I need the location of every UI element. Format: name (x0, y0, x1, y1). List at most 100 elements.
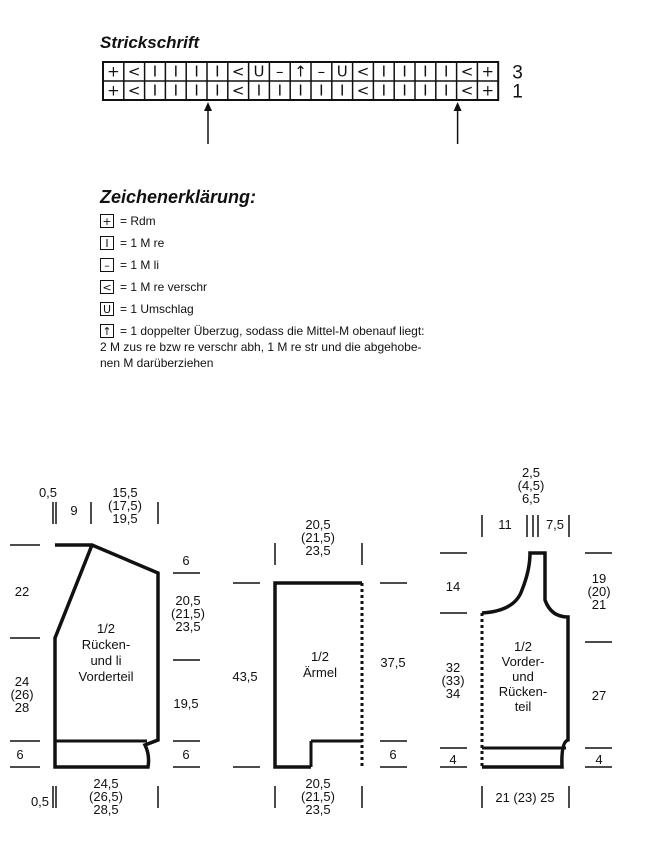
chart-cell: – (318, 63, 326, 81)
dimension-label: 21 (592, 597, 606, 612)
dimension-label: 15,5 (112, 485, 137, 500)
dimension-label: 4 (595, 752, 602, 767)
dimension-label: 19 (592, 571, 606, 586)
dimension-label: (4,5) (518, 478, 545, 493)
chart-cell: I (423, 82, 427, 100)
chart-cell: I (215, 82, 219, 100)
legend-item: += Rdm (100, 213, 540, 235)
dimension-label: (21,5) (301, 789, 335, 804)
chart-cell: I (444, 63, 448, 81)
dimension-label: 20,5 (305, 776, 330, 791)
legend-item: <= 1 M re verschr (100, 279, 540, 301)
legend-symbol: + (100, 214, 114, 228)
dimension-label: 4 (449, 752, 456, 767)
chart-cell: I (340, 82, 344, 100)
chart-cell: < (461, 63, 474, 81)
dimension-label: 0,5 (39, 485, 57, 500)
chart-cell: – (276, 63, 284, 81)
legend-title: Zeichenerklärung: (100, 187, 257, 207)
dimension-label: 34 (446, 686, 460, 701)
chart-cell: I (215, 63, 219, 81)
dimension-label: 6 (389, 747, 396, 762)
piece-label: Vorder- (502, 654, 545, 669)
diagram-back-left-front (10, 502, 200, 808)
row-number: 1 (512, 82, 523, 103)
dimension-label: 22 (15, 584, 29, 599)
diagram-sleeve (233, 543, 407, 808)
chart-cell: U (337, 63, 348, 81)
sleeve-outline (273, 581, 362, 769)
chart-cell: + (107, 63, 120, 81)
dimension-label: 37,5 (380, 655, 405, 670)
dimension-label: (20) (587, 584, 610, 599)
chart-cell: + (482, 63, 495, 81)
piece-label: Vorderteil (79, 669, 134, 684)
legend-item: –= 1 M li (100, 257, 540, 279)
dimension-label: 28,5 (93, 802, 118, 817)
chart-cell: I (257, 82, 261, 100)
dimension-label: 0,5 (31, 794, 49, 809)
legend-item: U= 1 Umschlag (100, 301, 540, 323)
chart-cell: I (319, 82, 323, 100)
dimension-label: 20,5 (175, 593, 200, 608)
chart-cell: I (174, 82, 178, 100)
chart-cell: < (232, 63, 245, 81)
piece-label: und li (90, 653, 121, 668)
dimension-label: (33) (441, 673, 464, 688)
dimension-label: 2,5 (522, 465, 540, 480)
dimension-label: 32 (446, 660, 460, 675)
chart-cell: I (444, 82, 448, 100)
piece-label: 1/2 (514, 639, 532, 654)
dimension-label: (21,5) (301, 530, 335, 545)
chart-cell: I (402, 82, 406, 100)
piece-outline (53, 543, 160, 769)
chart-cell: I (153, 63, 157, 81)
dimension-label: 6 (182, 553, 189, 568)
dimension-label: 6 (16, 747, 23, 762)
chart-cell: < (128, 82, 141, 100)
chart-cell: I (382, 63, 386, 81)
dimension-label: 7,5 (546, 517, 564, 532)
chart-cell: I (402, 63, 406, 81)
piece-label: und (512, 669, 534, 684)
piece-edge (481, 551, 570, 769)
dimension-label: 24 (15, 674, 29, 689)
legend-symbol: – (100, 258, 114, 272)
dimension-label: 11 (498, 517, 512, 532)
legend-text: = 1 doppelter Überzug, sodass die Mittel… (100, 324, 425, 370)
dimension-label: 21 (23) 25 (495, 790, 554, 805)
chart-cell: I (174, 63, 178, 81)
chart-cell: < (357, 82, 370, 100)
chart-cell: I (194, 82, 198, 100)
chart-cell: I (153, 82, 157, 100)
diagram-front-back (440, 515, 612, 808)
dimension-label: (26,5) (89, 789, 123, 804)
dimension-label: 6,5 (522, 491, 540, 506)
chart-cell: + (482, 82, 495, 100)
dimension-label: 19,5 (112, 511, 137, 526)
legend-symbol: < (100, 280, 114, 294)
chart-cell: I (194, 63, 198, 81)
chart-cell: < (357, 63, 370, 81)
row-number: 3 (512, 63, 523, 84)
dimension-label: 23,5 (175, 619, 200, 634)
piece-label: 1/2 (97, 621, 115, 636)
chart-title: Strickschrift (100, 33, 200, 52)
dimension-label: 14 (446, 579, 460, 594)
chart-cell: < (232, 82, 245, 100)
dimension-label: 23,5 (305, 543, 330, 558)
legend-text: = 1 Umschlag (120, 302, 194, 316)
legend-symbol: I (100, 236, 114, 250)
dimension-label: 9 (70, 503, 77, 518)
piece-label: teil (515, 699, 532, 714)
piece-label: 1/2 (311, 649, 329, 664)
dimension-label: (21,5) (171, 606, 205, 621)
repeat-arrow-head (453, 102, 462, 111)
dimension-label: (26) (10, 687, 33, 702)
chart-cell: U (254, 63, 265, 81)
repeat-arrow-head (204, 102, 212, 111)
dimension-label: 43,5 (232, 669, 257, 684)
